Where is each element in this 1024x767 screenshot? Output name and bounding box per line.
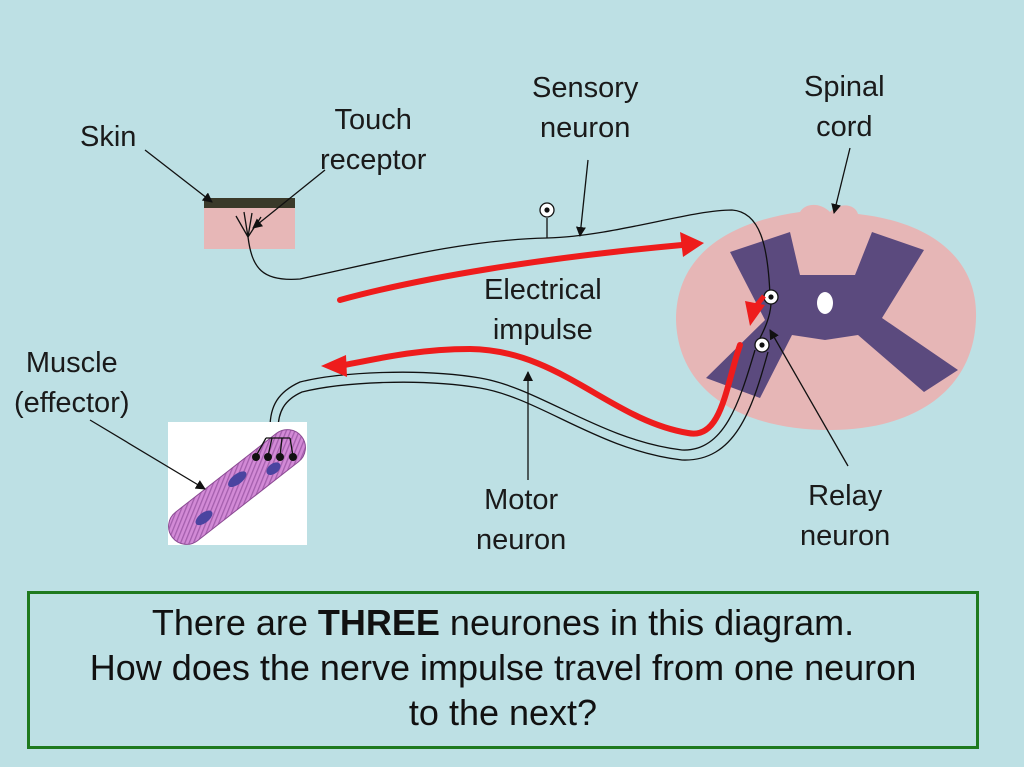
motor-neuron-label: Motor neuron bbox=[476, 484, 567, 556]
touch-receptor bbox=[235, 211, 262, 238]
touch-receptor-label: Touch receptor bbox=[320, 104, 427, 176]
relay-neuron-pointer bbox=[769, 329, 849, 467]
muscle-label: Muscle (effector) bbox=[14, 347, 130, 419]
question-line-2: How does the nerve impulse travel from o… bbox=[89, 647, 917, 688]
impulse-arrow-incoming bbox=[337, 242, 685, 303]
spinal-cord-pointer bbox=[831, 147, 851, 214]
skin-surface bbox=[204, 198, 295, 208]
reflex-arc-diagram bbox=[89, 147, 977, 545]
question-emphasis: THREE bbox=[317, 602, 440, 643]
sensory-neuron-fiber bbox=[247, 209, 771, 297]
question-line-1: There are THREE neurones in this diagram… bbox=[151, 602, 855, 643]
skin-pointer bbox=[144, 149, 213, 203]
relay-neuron-label: Relay neuron bbox=[800, 480, 891, 552]
impulse-arrow-outgoing bbox=[342, 342, 743, 437]
question-line-3: to the next? bbox=[408, 692, 598, 733]
motor-neuron-fiber bbox=[269, 349, 756, 451]
muscle-pointer bbox=[89, 419, 206, 490]
motor-end-plates bbox=[252, 437, 297, 461]
central-canal bbox=[817, 292, 833, 314]
sensory-neuron-pointer bbox=[575, 159, 589, 237]
electrical-impulse-label: Electrical impulse bbox=[484, 274, 602, 346]
spinal-cord-label: Spinal cord bbox=[804, 71, 885, 143]
touch-receptor-pointer bbox=[252, 169, 326, 229]
sensory-neuron-label: Sensory neuron bbox=[532, 72, 639, 144]
skin-label: Skin bbox=[80, 121, 137, 153]
question-box: There are THREE neurones in this diagram… bbox=[27, 591, 979, 749]
